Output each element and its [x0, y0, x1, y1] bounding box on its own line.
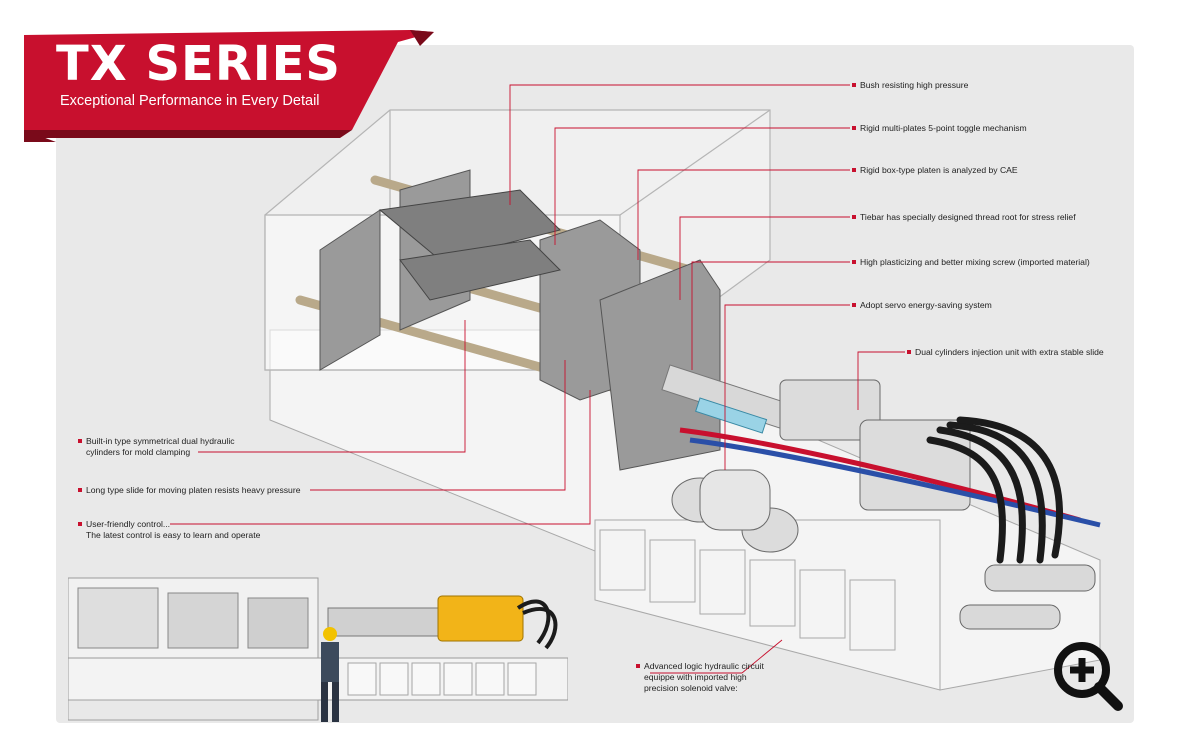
callout-text: Tiebar has specially designed thread roo…: [860, 212, 1076, 222]
callout-text: equippe with imported high: [644, 672, 747, 682]
leader-lines: [170, 84, 905, 674]
zoom-in-icon[interactable]: [1052, 640, 1124, 712]
callout-text: Adopt servo energy-saving system: [860, 300, 992, 310]
callout-text: High plasticizing and better mixing scre…: [860, 257, 1090, 267]
bullet-icon: [78, 439, 82, 443]
bullet-icon: [78, 488, 82, 492]
hydraulic-pipes: [679, 427, 1101, 528]
bullet-icon: [78, 522, 82, 526]
callout-text: Rigid multi-plates 5-point toggle mechan…: [860, 123, 1027, 133]
callout-servo: Adopt servo energy-saving system: [852, 300, 992, 311]
injection-unit-yellow: [437, 595, 524, 642]
bullet-icon: [852, 215, 856, 219]
callout-text: Bush resisting high pressure: [860, 80, 969, 90]
oil-cooler: [959, 564, 1096, 630]
bullet-icon: [852, 168, 856, 172]
callout-tiebar: Tiebar has specially designed thread roo…: [852, 212, 1076, 223]
page-subtitle: Exceptional Performance in Every Detail: [60, 93, 320, 109]
callout-screw: High plasticizing and better mixing scre…: [852, 257, 1090, 268]
callout-bush: Bush resisting high pressure: [852, 80, 968, 91]
callout-text: precision solenoid valve:: [644, 683, 738, 693]
operator-figure: [321, 627, 339, 722]
callout-text: Advanced logic hydraulic circuit: [644, 661, 764, 671]
title-banner: [24, 30, 434, 142]
bullet-icon: [852, 126, 856, 130]
callout-text: Built-in type symmetrical dual hydraulic: [86, 436, 235, 446]
toggle-mechanism: [378, 189, 561, 301]
callout-toggle: Rigid multi-plates 5-point toggle mechan…: [852, 123, 1027, 134]
callout-injection: Dual cylinders injection unit with extra…: [907, 347, 1104, 358]
bullet-icon: [852, 83, 856, 87]
callout-text: cylinders for mold clamping: [86, 447, 191, 457]
callout-clamping: Built-in type symmetrical dual hydraulic…: [78, 436, 235, 458]
callout-text: Long type slide for moving platen resist…: [86, 485, 301, 495]
bullet-icon: [852, 260, 856, 264]
callout-text: Dual cylinders injection unit with extra…: [915, 347, 1104, 357]
callout-platen: Rigid box-type platen is analyzed by CAE: [852, 165, 1018, 176]
callout-hydraulic: Advanced logic hydraulic circuit equippe…: [636, 661, 764, 694]
bullet-icon: [852, 303, 856, 307]
bullet-icon: [907, 350, 911, 354]
callout-text: User-friendly control...: [86, 519, 171, 529]
callout-slide: Long type slide for moving platen resist…: [78, 485, 300, 496]
callout-text: Rigid box-type platen is analyzed by CAE: [860, 165, 1018, 175]
hoses: [926, 416, 1064, 564]
bullet-icon: [636, 664, 640, 668]
callout-text: The latest control is easy to learn and …: [86, 530, 261, 540]
machine-photo: [68, 577, 568, 722]
page-title: TX SERIES: [56, 36, 341, 92]
callout-control: User-friendly control... The latest cont…: [78, 519, 260, 541]
